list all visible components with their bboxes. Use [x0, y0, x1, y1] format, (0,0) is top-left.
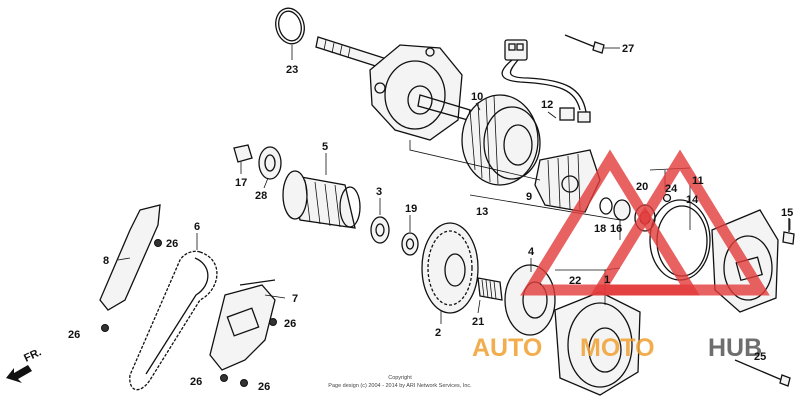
- bolt-27: [564, 34, 620, 54]
- part-label-28: 28: [255, 190, 267, 202]
- flywheel-plate: [504, 264, 556, 336]
- part-label-25: 25: [754, 351, 766, 363]
- cam-chain-6: [129, 250, 218, 391]
- part-label-26a: 26: [166, 238, 178, 250]
- label-leaders: [117, 102, 791, 324]
- part-label-22: 22: [569, 275, 581, 287]
- part-label-14: 14: [686, 194, 699, 206]
- part-label-2: 2: [435, 327, 441, 339]
- part-label-26d: 26: [190, 376, 202, 388]
- washer-19: [401, 232, 419, 256]
- copyright-line-2: Page design (c) 2004 - 2014 by ARI Netwo…: [328, 383, 472, 389]
- part-label-4: 4: [528, 246, 535, 258]
- bolt-15: [782, 218, 795, 245]
- starter-clutch: [282, 170, 361, 229]
- part-label-27: 27: [622, 43, 634, 55]
- part-label-3: 3: [376, 186, 382, 198]
- part-labels: 1 2 3 4 5 6 7 8 9 10 11 12 13 14 15 16 1…: [68, 43, 793, 393]
- part-label-10: 10: [471, 91, 483, 103]
- part-label-5: 5: [322, 141, 328, 153]
- front-direction-label: FR.: [22, 346, 43, 364]
- watermark-hub: HUB: [708, 334, 762, 362]
- brush-holder: [534, 149, 601, 213]
- bolt-25: [734, 359, 791, 387]
- part-label-24: 24: [665, 183, 678, 195]
- copyright-line-1: Copyright: [388, 375, 412, 381]
- part-label-17: 17: [235, 177, 247, 189]
- rear-housing: [369, 44, 471, 141]
- part-label-26e: 26: [258, 381, 270, 393]
- bolt-24: [662, 193, 672, 203]
- o-ring-23: [275, 7, 305, 60]
- part-label-6: 6: [194, 221, 200, 233]
- part-label-8: 8: [103, 255, 109, 267]
- part-label-26c: 26: [284, 318, 296, 330]
- part-label-20: 20: [636, 181, 648, 193]
- watermark-auto: AUTO: [472, 334, 542, 362]
- washer-3: [370, 216, 390, 244]
- needle-bearing-21: [477, 277, 503, 301]
- bearing-17-28: [233, 144, 282, 180]
- stator-coil: [461, 94, 541, 186]
- part-label-21: 21: [472, 316, 484, 328]
- bolts-26: [101, 239, 277, 387]
- part-label-7: 7: [292, 293, 298, 305]
- part-label-13: 13: [476, 206, 488, 218]
- part-label-16: 16: [610, 223, 622, 235]
- wire-harness: [501, 39, 591, 123]
- chain-guide-8: [99, 204, 161, 311]
- part-label-19: 19: [405, 203, 417, 215]
- part-label-26b: 26: [68, 329, 80, 341]
- part-label-18: 18: [594, 223, 606, 235]
- chain-tensioner-7: [209, 279, 276, 371]
- part-label-9: 9: [526, 191, 532, 203]
- front-direction-arrow: FR.: [6, 346, 43, 383]
- part-label-15: 15: [781, 207, 793, 219]
- watermark-moto: MOTO: [580, 334, 655, 362]
- part-label-11: 11: [692, 175, 704, 187]
- driven-gear: [421, 222, 479, 314]
- part-label-23: 23: [286, 64, 298, 76]
- watermark-logo: AUTO MOTO HUB: [472, 149, 770, 362]
- part-label-1: 1: [604, 274, 610, 286]
- part-label-12: 12: [541, 99, 553, 111]
